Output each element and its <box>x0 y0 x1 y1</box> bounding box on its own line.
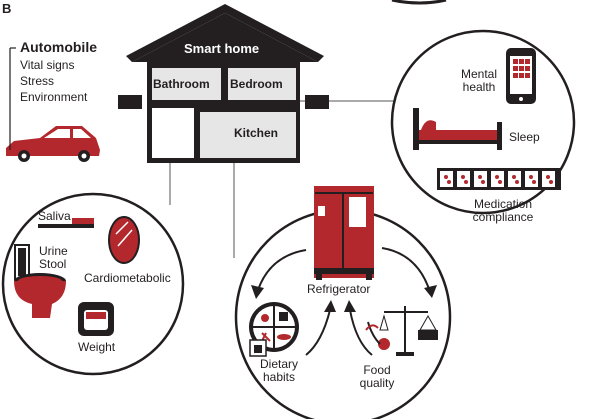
kitchen-label: Kitchen <box>234 126 279 140</box>
bathroom-room <box>152 68 221 100</box>
dietary-habits-label: Dietary habits <box>252 358 306 384</box>
mental-health-label: Mental health <box>456 68 502 94</box>
bedroom-label: Bedroom <box>230 77 283 91</box>
automobile-title: Automobile <box>20 39 97 55</box>
kitchen-room <box>200 112 296 158</box>
automobile-item-environment: Environment <box>20 90 88 104</box>
medication-compliance-label: Medication compliance <box>458 198 548 224</box>
bathroom-label: Bathroom <box>153 77 210 91</box>
panel-label: B <box>2 1 12 16</box>
mental-health-line-1: Mental <box>460 67 498 81</box>
arrow-from-dietary <box>305 309 331 356</box>
food-quality-line-1: Food <box>363 363 391 377</box>
toilet-icon <box>14 244 66 318</box>
dietary-line-2: habits <box>262 370 296 384</box>
toothbrush-icon <box>38 218 94 228</box>
stool-label: Stool <box>39 257 67 271</box>
bedroom-room <box>228 68 296 100</box>
automobile-item-vital-signs: Vital signs <box>20 58 75 72</box>
top-circle-arc <box>391 0 447 5</box>
house-icon <box>118 4 329 163</box>
food-quality-label: Food quality <box>354 364 400 390</box>
sleep-label: Sleep <box>509 130 540 144</box>
phone-icon <box>506 48 536 104</box>
saliva-label: Saliva <box>38 209 71 223</box>
food-quality-line-2: quality <box>359 376 395 390</box>
weight-label: Weight <box>78 340 116 354</box>
pill-box-icon <box>437 168 561 190</box>
medication-line-1: Medication <box>473 197 533 211</box>
bed-icon <box>413 108 502 150</box>
cardiometabolic-label: Cardiometabolic <box>84 271 171 285</box>
refrigerator-icon <box>314 186 374 280</box>
medication-line-2: compliance <box>472 210 534 224</box>
dietary-plate-icon <box>249 302 299 357</box>
scale-icon <box>78 302 114 336</box>
car-icon <box>6 47 100 162</box>
house-title: Smart home <box>184 41 260 56</box>
dietary-line-1: Dietary <box>259 357 298 371</box>
mirror-icon <box>108 216 140 264</box>
automobile-item-stress: Stress <box>20 74 55 88</box>
arrow-to-dietary <box>257 249 307 291</box>
arrow-from-food-quality <box>349 309 373 356</box>
urine-label: Urine <box>39 244 68 258</box>
urine-stool-label: Urine Stool <box>39 245 68 271</box>
mental-health-line-2: health <box>462 80 496 94</box>
refrigerator-label: Refrigerator <box>307 282 371 296</box>
arrow-to-food-quality <box>381 247 431 293</box>
food-quality-scale-icon <box>365 306 438 356</box>
